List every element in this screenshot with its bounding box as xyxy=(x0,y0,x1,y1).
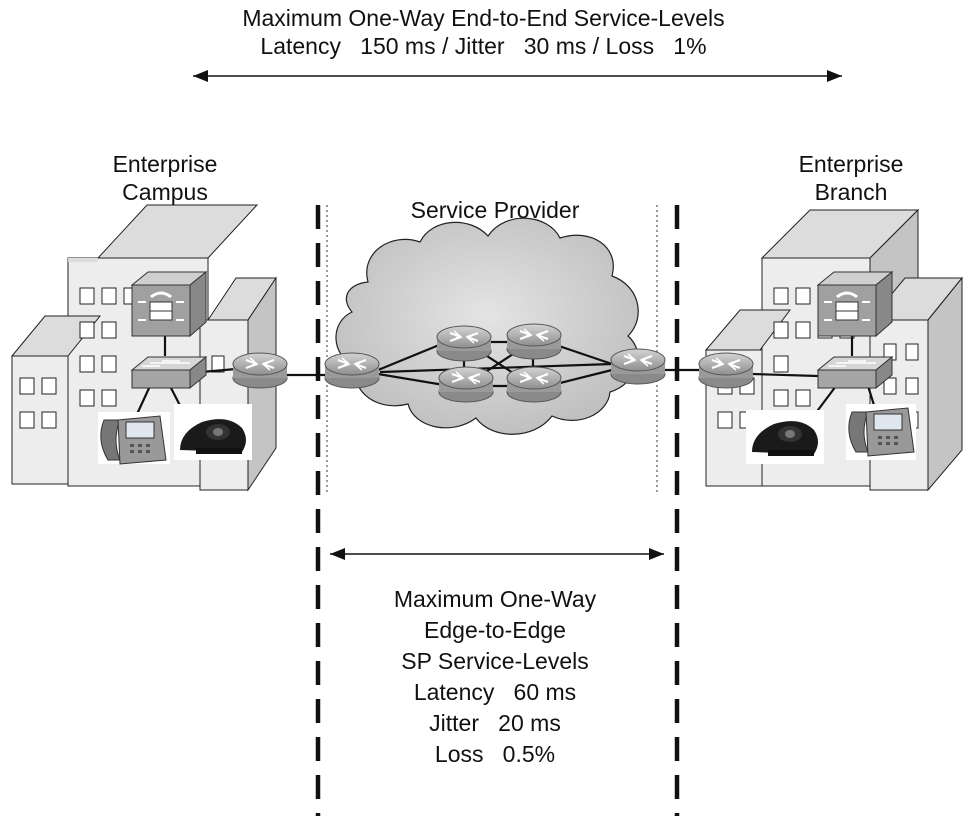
cloud-icon xyxy=(335,217,639,435)
branch-router-icon xyxy=(698,352,754,389)
branch-call-manager-icon xyxy=(816,270,894,338)
end-to-end-title: Maximum One-Way End-to-End Service-Level… xyxy=(0,4,967,60)
sp-label-line2: Edge-to-Edge xyxy=(424,617,566,643)
branch-video-camera-icon xyxy=(746,410,824,464)
sp-core-router-4-icon xyxy=(506,366,562,403)
sp-loss: Loss 0.5% xyxy=(434,741,556,767)
campus-label: Enterprise Campus xyxy=(90,150,240,206)
campus-video-camera-icon xyxy=(174,404,252,460)
branch-label-line2: Branch xyxy=(814,179,888,205)
branch-building-icon xyxy=(704,208,964,492)
sp-jitter: Jitter 20 ms xyxy=(429,710,561,736)
sp-core-router-3-icon xyxy=(438,366,494,403)
sp-latency: Latency 60 ms xyxy=(413,679,577,705)
campus-label-line1: Enterprise xyxy=(112,151,218,177)
sp-label-line1: Maximum One-Way xyxy=(393,586,597,612)
campus-router-icon xyxy=(232,352,288,389)
end-to-end-values: Latency 150 ms / Jitter 30 ms / Loss 1% xyxy=(260,33,707,59)
campus-label-line2: Campus xyxy=(122,179,208,205)
sp-edge-router-right-icon xyxy=(610,348,666,385)
campus-switch-icon xyxy=(130,355,208,390)
service-provider-label: Service Provider xyxy=(410,197,580,223)
branch-label-line1: Enterprise xyxy=(798,151,904,177)
sp-core-router-2-icon xyxy=(506,323,562,360)
branch-ip-phone-icon xyxy=(846,404,916,460)
sp-core-router-1-icon xyxy=(436,325,492,362)
sp-edge-router-left-icon xyxy=(324,352,380,389)
branch-label: Enterprise Branch xyxy=(776,150,926,206)
sp-service-levels-label: Maximum One-Way Edge-to-Edge SP Service-… xyxy=(320,584,670,770)
sp-label-line3: SP Service-Levels xyxy=(401,648,589,674)
campus-call-manager-icon xyxy=(130,270,208,338)
end-to-end-title-line1: Maximum One-Way End-to-End Service-Level… xyxy=(242,5,725,31)
branch-switch-icon xyxy=(816,355,894,390)
campus-ip-phone-icon xyxy=(98,412,170,465)
